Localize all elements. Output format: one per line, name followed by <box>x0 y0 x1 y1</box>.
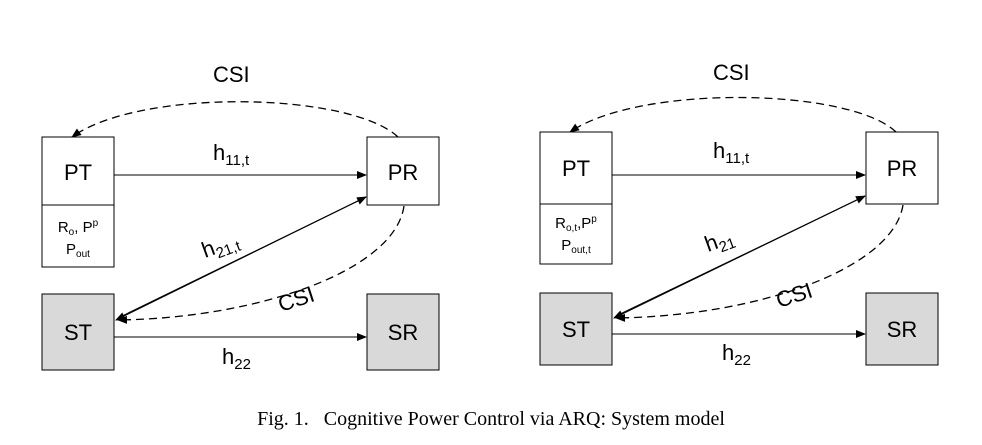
right-pr-box <box>865 131 939 205</box>
right-h11-label: h11,t <box>713 138 750 167</box>
right-sr-box <box>865 292 939 366</box>
right-pr-label: PR <box>887 156 918 181</box>
left-h22-label: h22 <box>222 344 251 373</box>
left-params-line2: Pout <box>66 241 90 260</box>
left-csi-top-arrow <box>71 101 399 138</box>
right-st-label: ST <box>562 317 590 342</box>
left-csi-bottom-label: CSI <box>275 282 318 317</box>
left-pr-label: PR <box>388 160 419 185</box>
left-h21-arrow-down <box>115 196 367 321</box>
left-params-box <box>41 204 115 268</box>
left-sr-box <box>366 293 440 371</box>
left-params-line1: Ro, Pp <box>58 218 99 238</box>
left-csi-bottom-arrow <box>117 205 405 324</box>
figure-caption-text: Cognitive Power Control via ARQ: System … <box>323 408 725 430</box>
right-params-line1: Ro,t,Pp <box>555 214 597 234</box>
left-csi-top-label: CSI <box>213 62 250 87</box>
left-pt-box <box>41 136 115 206</box>
figure-caption-label: Fig. 1. <box>257 408 309 430</box>
right-h21-arrow-down <box>613 195 866 319</box>
right-params-line2: Pout,t <box>561 237 591 256</box>
right-sr-label: SR <box>887 317 918 342</box>
right-st-box <box>539 292 613 366</box>
figure-caption: Fig. 1. Cognitive Power Control via ARQ:… <box>0 408 982 431</box>
left-h11-label: h11,t <box>213 140 250 169</box>
right-csi-bottom-arrow <box>615 204 904 322</box>
left-sr-label: SR <box>388 320 419 345</box>
right-h21-label: h21 <box>701 223 738 260</box>
right-csi-top-label: CSI <box>713 60 750 85</box>
right-pt-box <box>539 131 613 205</box>
left-pr-box <box>366 136 440 206</box>
left-pt-label: PT <box>64 160 92 185</box>
right-params-box <box>539 203 613 265</box>
right-csi-bottom-label: CSI <box>773 278 816 313</box>
left-diagram: PT Ro, Pp Pout PR ST SR h11,t h21,t h22 … <box>41 62 440 373</box>
right-diagram: PT Ro,t,Pp Pout,t PR ST SR h11,t h21 h22… <box>539 60 939 369</box>
right-h22-label: h22 <box>722 340 751 369</box>
left-st-label: ST <box>64 320 92 345</box>
right-pt-label: PT <box>562 156 590 181</box>
left-st-box <box>41 293 115 371</box>
right-csi-top-arrow <box>569 96 897 133</box>
